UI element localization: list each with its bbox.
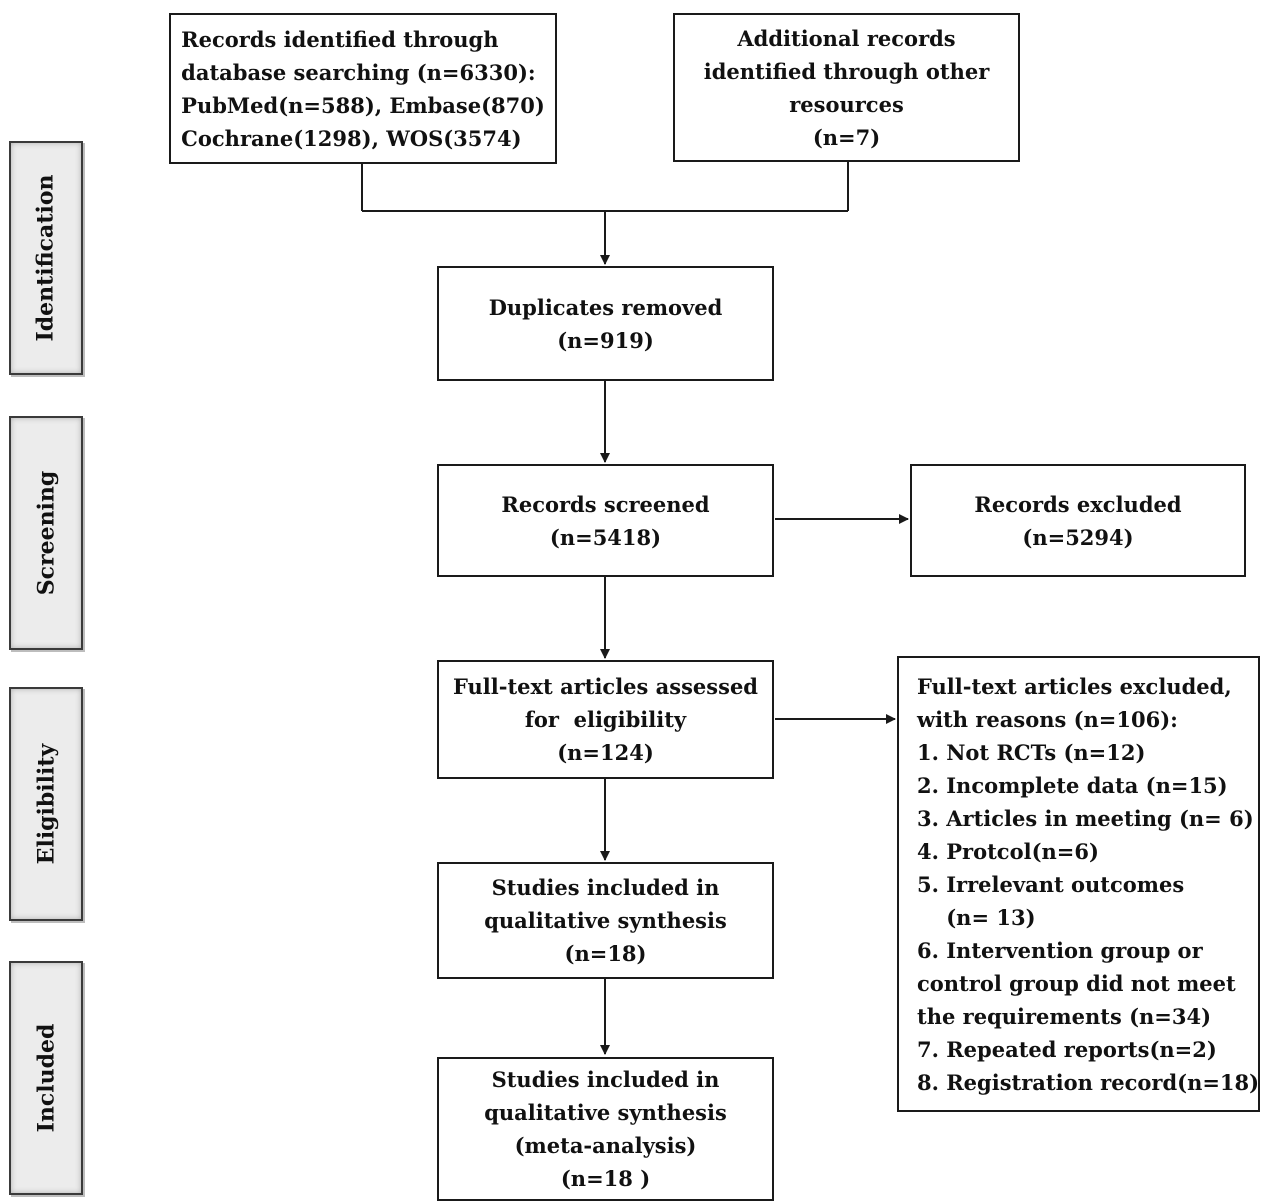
other-resources-line: identified through other: [703, 58, 990, 84]
qualitative-synthesis-box: Studies included in qualitative synthesi…: [437, 862, 774, 979]
fulltext-assessed-text: Full-text articles assessed for eligibil…: [453, 670, 758, 769]
meta-analysis-line: (meta-analysis): [514, 1133, 697, 1158]
exclusion-reason: 1. Not RCTs (n=12): [917, 739, 1146, 765]
phase-eligibility: Eligibility: [9, 687, 83, 921]
fulltext-excluded-box: Full-text articles excluded, with reason…: [897, 656, 1260, 1112]
meta-analysis-line: qualitative synthesis: [484, 1100, 727, 1125]
fulltext-excluded-text: Full-text articles excluded, with reason…: [917, 670, 1259, 1099]
fulltext-excluded-line: with reasons (n=106):: [917, 706, 1178, 732]
other-resources-line: (n=7): [812, 124, 881, 150]
phase-screening: Screening: [9, 416, 83, 650]
fulltext-assessed-line: for eligibility: [524, 707, 687, 732]
duplicates-removed-line: Duplicates removed: [488, 294, 723, 320]
exclusion-reason: (n= 13): [917, 904, 1036, 930]
exclusion-reason: 7. Repeated reports(n=2): [917, 1036, 1217, 1062]
exclusion-reason: 8. Registration record(n=18): [917, 1069, 1260, 1095]
qualitative-synthesis-line: Studies included in: [491, 875, 720, 900]
fulltext-assessed-line: (n=124): [557, 740, 654, 765]
other-resources-text: Additional records identified through ot…: [704, 22, 990, 154]
qualitative-synthesis-line: (n=18): [564, 941, 647, 966]
database-search-line: PubMed(n=588), Embase(870): [181, 92, 545, 118]
qualitative-synthesis-line: qualitative synthesis: [484, 908, 727, 933]
database-search-line: database searching (n=6330):: [181, 59, 536, 85]
exclusion-reason: 6. Intervention group or: [917, 937, 1203, 963]
exclusion-reason: 3. Articles in meeting (n= 6): [917, 805, 1254, 831]
records-screened-line: (n=5418): [549, 524, 662, 550]
records-excluded-line: (n=5294): [1022, 524, 1134, 550]
qualitative-synthesis-text: Studies included in qualitative synthesi…: [484, 871, 727, 970]
records-screened-text: Records screened (n=5418): [501, 488, 709, 554]
database-search-text: Records identified through database sear…: [181, 23, 545, 155]
records-excluded-line: Records excluded: [974, 491, 1182, 517]
duplicates-removed-line: (n=919): [557, 327, 654, 353]
phase-identification: Identification: [9, 141, 83, 375]
other-resources-box: Additional records identified through ot…: [673, 13, 1020, 162]
exclusion-reason: 5. Irrelevant outcomes: [917, 871, 1185, 897]
records-screened-line: Records screened: [501, 491, 710, 517]
database-search-line: Cochrane(1298), WOS(3574): [181, 125, 522, 151]
exclusion-reason: control group did not meet: [917, 970, 1236, 996]
exclusion-reason: 4. Protcol(n=6): [917, 838, 1099, 864]
database-search-box: Records identified through database sear…: [169, 13, 557, 164]
duplicates-removed-box: Duplicates removed (n=919): [437, 266, 774, 381]
records-screened-box: Records screened (n=5418): [437, 464, 774, 577]
meta-analysis-box: Studies included in qualitative synthesi…: [437, 1057, 774, 1201]
fulltext-assessed-box: Full-text articles assessed for eligibil…: [437, 660, 774, 779]
other-resources-line: resources: [789, 91, 904, 117]
meta-analysis-line: Studies included in: [491, 1067, 720, 1092]
exclusion-reason: 2. Incomplete data (n=15): [917, 772, 1228, 798]
fulltext-assessed-line: Full-text articles assessed: [453, 674, 758, 699]
phase-included: Included: [9, 961, 83, 1195]
meta-analysis-text: Studies included in qualitative synthesi…: [484, 1063, 727, 1195]
fulltext-excluded-line: Full-text articles excluded,: [917, 673, 1232, 699]
records-excluded-box: Records excluded (n=5294): [910, 464, 1246, 577]
records-excluded-text: Records excluded (n=5294): [974, 488, 1181, 554]
meta-analysis-line: (n=18 ): [560, 1166, 651, 1191]
database-search-line: Records identified through: [181, 26, 499, 52]
exclusion-reason: the requirements (n=34): [917, 1003, 1212, 1029]
other-resources-line: Additional records: [737, 25, 956, 51]
duplicates-removed-text: Duplicates removed (n=919): [489, 291, 723, 357]
